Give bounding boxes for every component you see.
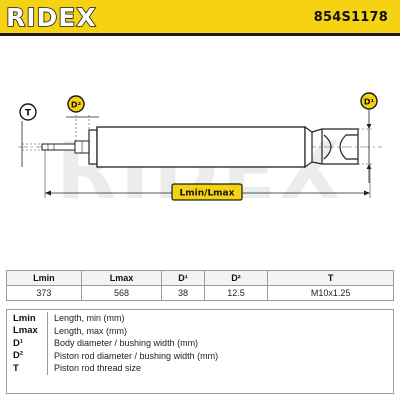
legend-item: Lmax Length, max (mm): [13, 324, 387, 337]
specs-header-row: Lmin Lmax D¹ D² T: [6, 270, 394, 286]
legend-description: Length, min (mm): [54, 313, 125, 324]
legend-divider: [47, 337, 48, 350]
shock-body: [96, 126, 306, 168]
legend-description: Piston rod diameter / bushing width (mm): [54, 350, 219, 361]
legend-description: Piston rod thread size: [54, 363, 142, 374]
d2-badge-label: D²: [71, 101, 82, 110]
fork-bracket: [311, 128, 359, 165]
brand-logo-text: RIDEX: [6, 3, 97, 31]
value-d2: 12.5: [203, 285, 269, 301]
t-badge: T: [19, 103, 37, 121]
legend-key: Lmin: [13, 312, 36, 324]
brand-logo: RIDEX: [6, 3, 97, 31]
legend-divider: [47, 324, 48, 337]
legend-divider: [47, 362, 48, 375]
value-d1: 38: [161, 285, 205, 301]
value-t: M10x1.25: [267, 285, 394, 301]
legend: Lmin Length, min (mm) Lmax Length, max (…: [6, 309, 394, 394]
header-t: T: [267, 270, 394, 286]
part-number: 854S1178: [313, 10, 388, 25]
legend-key: D²: [13, 350, 24, 362]
legend-key: Lmax: [13, 325, 38, 337]
legend-item: D² Piston rod diameter / bushing width (…: [13, 349, 387, 362]
specs-value-row: 373 568 38 12.5 M10x1.25: [6, 285, 394, 301]
value-lmax: 568: [80, 285, 163, 301]
body-end: [304, 125, 313, 169]
d1-badge: D¹: [360, 92, 378, 110]
value-lmin: 373: [6, 285, 82, 301]
legend-divider: [47, 312, 48, 325]
header-bar: RIDEX 854S1178: [0, 0, 400, 36]
legend-key: D¹: [13, 337, 24, 349]
legend-key: T: [13, 362, 19, 374]
specs-table: Lmin Lmax D¹ D² T 373 568 38 12.5 M10x1.…: [6, 270, 394, 301]
shock-absorber-drawing: RIDEX T D² D¹ Lmin/Lmax: [18, 92, 382, 217]
d2-badge: D²: [67, 95, 85, 113]
header-d1: D¹: [161, 270, 205, 286]
thread-stub: [41, 143, 76, 151]
header-lmin: Lmin: [6, 270, 82, 286]
header-d2: D²: [203, 270, 269, 286]
legend-description: Length, max (mm): [54, 325, 128, 336]
t-badge-label: T: [25, 109, 32, 119]
d1-badge-label: D¹: [364, 98, 375, 107]
length-badge-label: Lmin/Lmax: [180, 189, 235, 199]
legend-item: Lmin Length, min (mm): [13, 312, 387, 325]
legend-divider: [47, 349, 48, 362]
legend-item: D¹ Body diameter / bushing width (mm): [13, 337, 387, 350]
header-lmax: Lmax: [80, 270, 163, 286]
legend-description: Body diameter / bushing width (mm): [54, 338, 199, 349]
body-cap: [88, 129, 98, 165]
length-badge: Lmin/Lmax: [171, 183, 243, 201]
legend-item: T Piston rod thread size: [13, 362, 387, 375]
